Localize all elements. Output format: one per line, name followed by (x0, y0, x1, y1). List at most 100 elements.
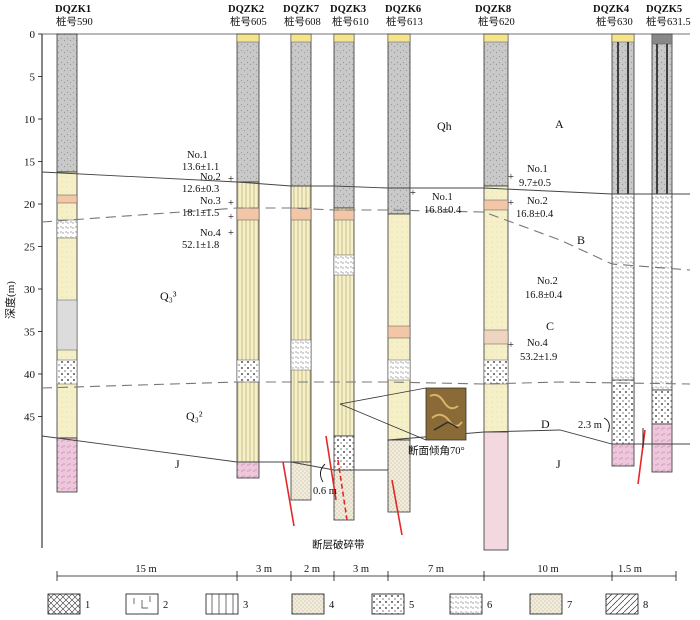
borehole-column-dqzk6 (387, 33, 411, 513)
legend-label-5: 5 (409, 600, 414, 611)
legend-swatch-7 (529, 593, 563, 615)
legend-swatch-8 (605, 593, 639, 615)
sample-marker: + (228, 198, 234, 209)
correlation-lines (41, 33, 691, 471)
borehole-id-dqzk6: DQZK6 (385, 4, 421, 15)
sample-age: 18.1±1.5 (182, 208, 219, 219)
borehole-id-dqzk8: DQZK8 (475, 4, 511, 15)
sample-no: No.4 (200, 228, 221, 239)
legend-label-4: 4 (329, 600, 335, 611)
sample-marker: + (508, 198, 514, 209)
offset-arrow-right (603, 417, 610, 433)
depth-tick-label: 5 (30, 72, 36, 84)
spacing-2m: 2 m (304, 564, 320, 575)
sample-marker: + (508, 172, 514, 183)
sample-age: 9.7±0.5 (519, 178, 551, 189)
borehole-column-dqzk1 (56, 33, 78, 493)
sample-no: No.4 (527, 338, 548, 349)
borehole-id-dqzk3: DQZK3 (330, 4, 366, 15)
depth-tick-label: 25 (24, 242, 36, 254)
fault-annotations: 断面倾角70° 断层破碎带 0.6 m 2.3 m (312, 417, 644, 551)
photo-inset (339, 387, 467, 441)
spacing-3m-b: 3 m (353, 564, 369, 575)
borehole-column-dqzk3 (333, 33, 355, 521)
depth-tick-label: 35 (24, 327, 36, 339)
spacing-scale: 15 m 3 m 2 m 3 m 7 m 10 m 1.5 m (56, 564, 677, 581)
sample-no: No.2 (527, 196, 548, 207)
sample-age: 16.8±0.4 (424, 205, 462, 216)
sample-marker: + (228, 228, 234, 239)
strata-labels: Qh Q₃³ Q₃² J J A B C D (160, 117, 585, 471)
borehole-id-dqzk2: DQZK2 (228, 4, 264, 15)
sample-age: 16.8±0.4 (525, 290, 563, 301)
fault-line-5 (637, 429, 646, 485)
spacing-10m: 10 m (537, 564, 558, 575)
boundary-b-c-dashed (41, 207, 691, 271)
sample-no: No.1 (527, 164, 548, 175)
spacing-1-5m: 1.5 m (618, 564, 642, 575)
depth-tick-label: 10 (24, 114, 36, 126)
legend-label-7: 7 (567, 600, 572, 611)
boundary-a-b (41, 171, 690, 195)
sample-no: No.3 (200, 196, 221, 207)
spacing-3m: 3 m (256, 564, 272, 575)
sample-marker: + (228, 174, 234, 185)
fault-line-4 (391, 479, 403, 536)
borehole-pile-608: 桩号608 (284, 15, 321, 28)
label-layer-a: A (555, 117, 564, 131)
offset-arrow-left (320, 463, 326, 483)
legend-swatch-6 (449, 593, 483, 615)
sample-age: 12.6±0.3 (182, 184, 219, 195)
legend-swatch-1 (47, 593, 81, 615)
sample-annotations: No.1 13.6±1.1 No.2 12.6±0.3 No.3 18.1±1.… (182, 150, 563, 363)
legend-swatch-5 (371, 593, 405, 615)
legend-label-6: 6 (487, 600, 492, 611)
borehole-pile-610: 桩号610 (332, 15, 369, 28)
sample-no: No.1 (187, 150, 208, 161)
offset-label-right: 2.3 m (578, 420, 602, 431)
depth-tick-label: 30 (24, 284, 36, 296)
fault-line-1 (282, 461, 295, 527)
legend-swatch-3 (205, 593, 239, 615)
borehole-column-dqzk7 (290, 33, 312, 501)
borehole-pile-605: 桩号605 (230, 15, 267, 28)
borehole-id-dqzk4: DQZK4 (593, 4, 630, 15)
borehole-id-dqzk1: DQZK1 (55, 4, 91, 15)
borehole-column-dqzk2 (236, 33, 260, 479)
fault-line-3 (337, 459, 348, 521)
spacing-15m: 15 m (135, 564, 156, 575)
sample-no: No.1 (432, 192, 453, 203)
sample-marker: + (410, 188, 416, 199)
sample-no: No.2 (200, 172, 221, 183)
sample-age: 13.6±1.1 (182, 162, 219, 173)
depth-tick-label: 45 (24, 412, 36, 424)
label-layer-d: D (541, 417, 550, 431)
label-layer-c: C (546, 319, 554, 333)
borehole-pile-620: 桩号620 (478, 15, 515, 28)
depth-tick-label: 40 (24, 369, 36, 381)
fault-lines (282, 429, 646, 536)
boundary-j-top-left (41, 435, 335, 471)
fault-zone-label: 断层破碎带 (312, 538, 365, 551)
legend-label-2: 2 (163, 600, 168, 611)
legend-label-1: 1 (85, 600, 90, 611)
label-j-right: J (556, 457, 561, 471)
legend-swatch-4 (291, 593, 325, 615)
sample-marker: + (508, 340, 514, 351)
borehole-pile-613: 桩号613 (386, 15, 423, 28)
borehole-pile-631-5: 桩号631.5 (646, 15, 691, 28)
depth-tick-label: 20 (24, 199, 36, 211)
borehole-pile-590: 桩号590 (56, 15, 93, 28)
borehole-column-dqzk5 (651, 33, 673, 473)
borehole-column-dqzk4 (611, 33, 635, 467)
borehole-column-dqzk8 (483, 33, 509, 551)
label-j-left: J (175, 457, 180, 471)
legend: 1 2 3 4 5 6 7 8 (47, 593, 648, 615)
depth-tick-label: 0 (30, 29, 36, 41)
borehole-id-dqzk5: DQZK5 (646, 4, 682, 15)
boundary-c-d-dashed (41, 381, 691, 389)
sample-marker: + (228, 212, 234, 223)
sample-age: 16.8±0.4 (516, 209, 554, 220)
label-q3-lower: Q₃² (186, 409, 203, 423)
depth-axis-label: 深度(m) (3, 281, 17, 319)
